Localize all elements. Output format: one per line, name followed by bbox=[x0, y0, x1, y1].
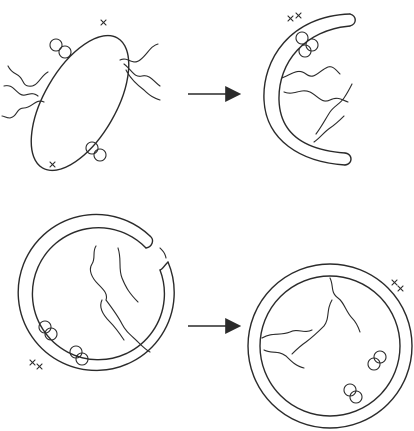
flagellum-right-ring-2 bbox=[292, 300, 332, 354]
cross-mark-top bbox=[101, 20, 106, 25]
double-cross-mark-closed bbox=[392, 280, 403, 291]
flagellum-center-1 bbox=[90, 246, 106, 300]
ball-pair-bottom bbox=[86, 142, 106, 161]
flagellum-right-ring-3 bbox=[262, 330, 312, 338]
ring-closed bbox=[248, 264, 412, 428]
flagellum-center-3 bbox=[101, 300, 124, 340]
closed-ring-panel bbox=[248, 264, 412, 428]
ring-with-gap bbox=[18, 214, 174, 370]
cross-mark-bottom bbox=[50, 162, 55, 167]
flagellum-left-3 bbox=[4, 86, 38, 96]
flagellum-right-3 bbox=[126, 70, 160, 100]
flagellum-inner-2 bbox=[284, 91, 348, 102]
ball-pair-right bbox=[368, 351, 386, 370]
flagellum-center-2 bbox=[106, 300, 150, 352]
flagellum-center-4 bbox=[118, 248, 138, 302]
rod-body bbox=[11, 20, 148, 186]
crescent-shape bbox=[264, 14, 355, 165]
flagellum-inner-1 bbox=[282, 67, 340, 78]
double-cross-mark bbox=[288, 13, 301, 21]
rod-cell-panel bbox=[2, 20, 160, 186]
open-ring-panel bbox=[18, 214, 174, 370]
ball-pair-bottom bbox=[70, 346, 88, 365]
flagellum-inner-3 bbox=[316, 84, 352, 134]
ball-pair-bottom-ring bbox=[344, 384, 362, 403]
ball-pair-top bbox=[50, 39, 71, 58]
flagellum-left-1 bbox=[8, 66, 48, 86]
flagellum-inner-4 bbox=[314, 116, 344, 142]
flagellum-right-ring-1 bbox=[330, 278, 360, 332]
curved-arc-panel bbox=[264, 13, 355, 165]
double-cross-mark-ring bbox=[30, 360, 42, 369]
flagellum-right-ring-4 bbox=[264, 350, 304, 368]
